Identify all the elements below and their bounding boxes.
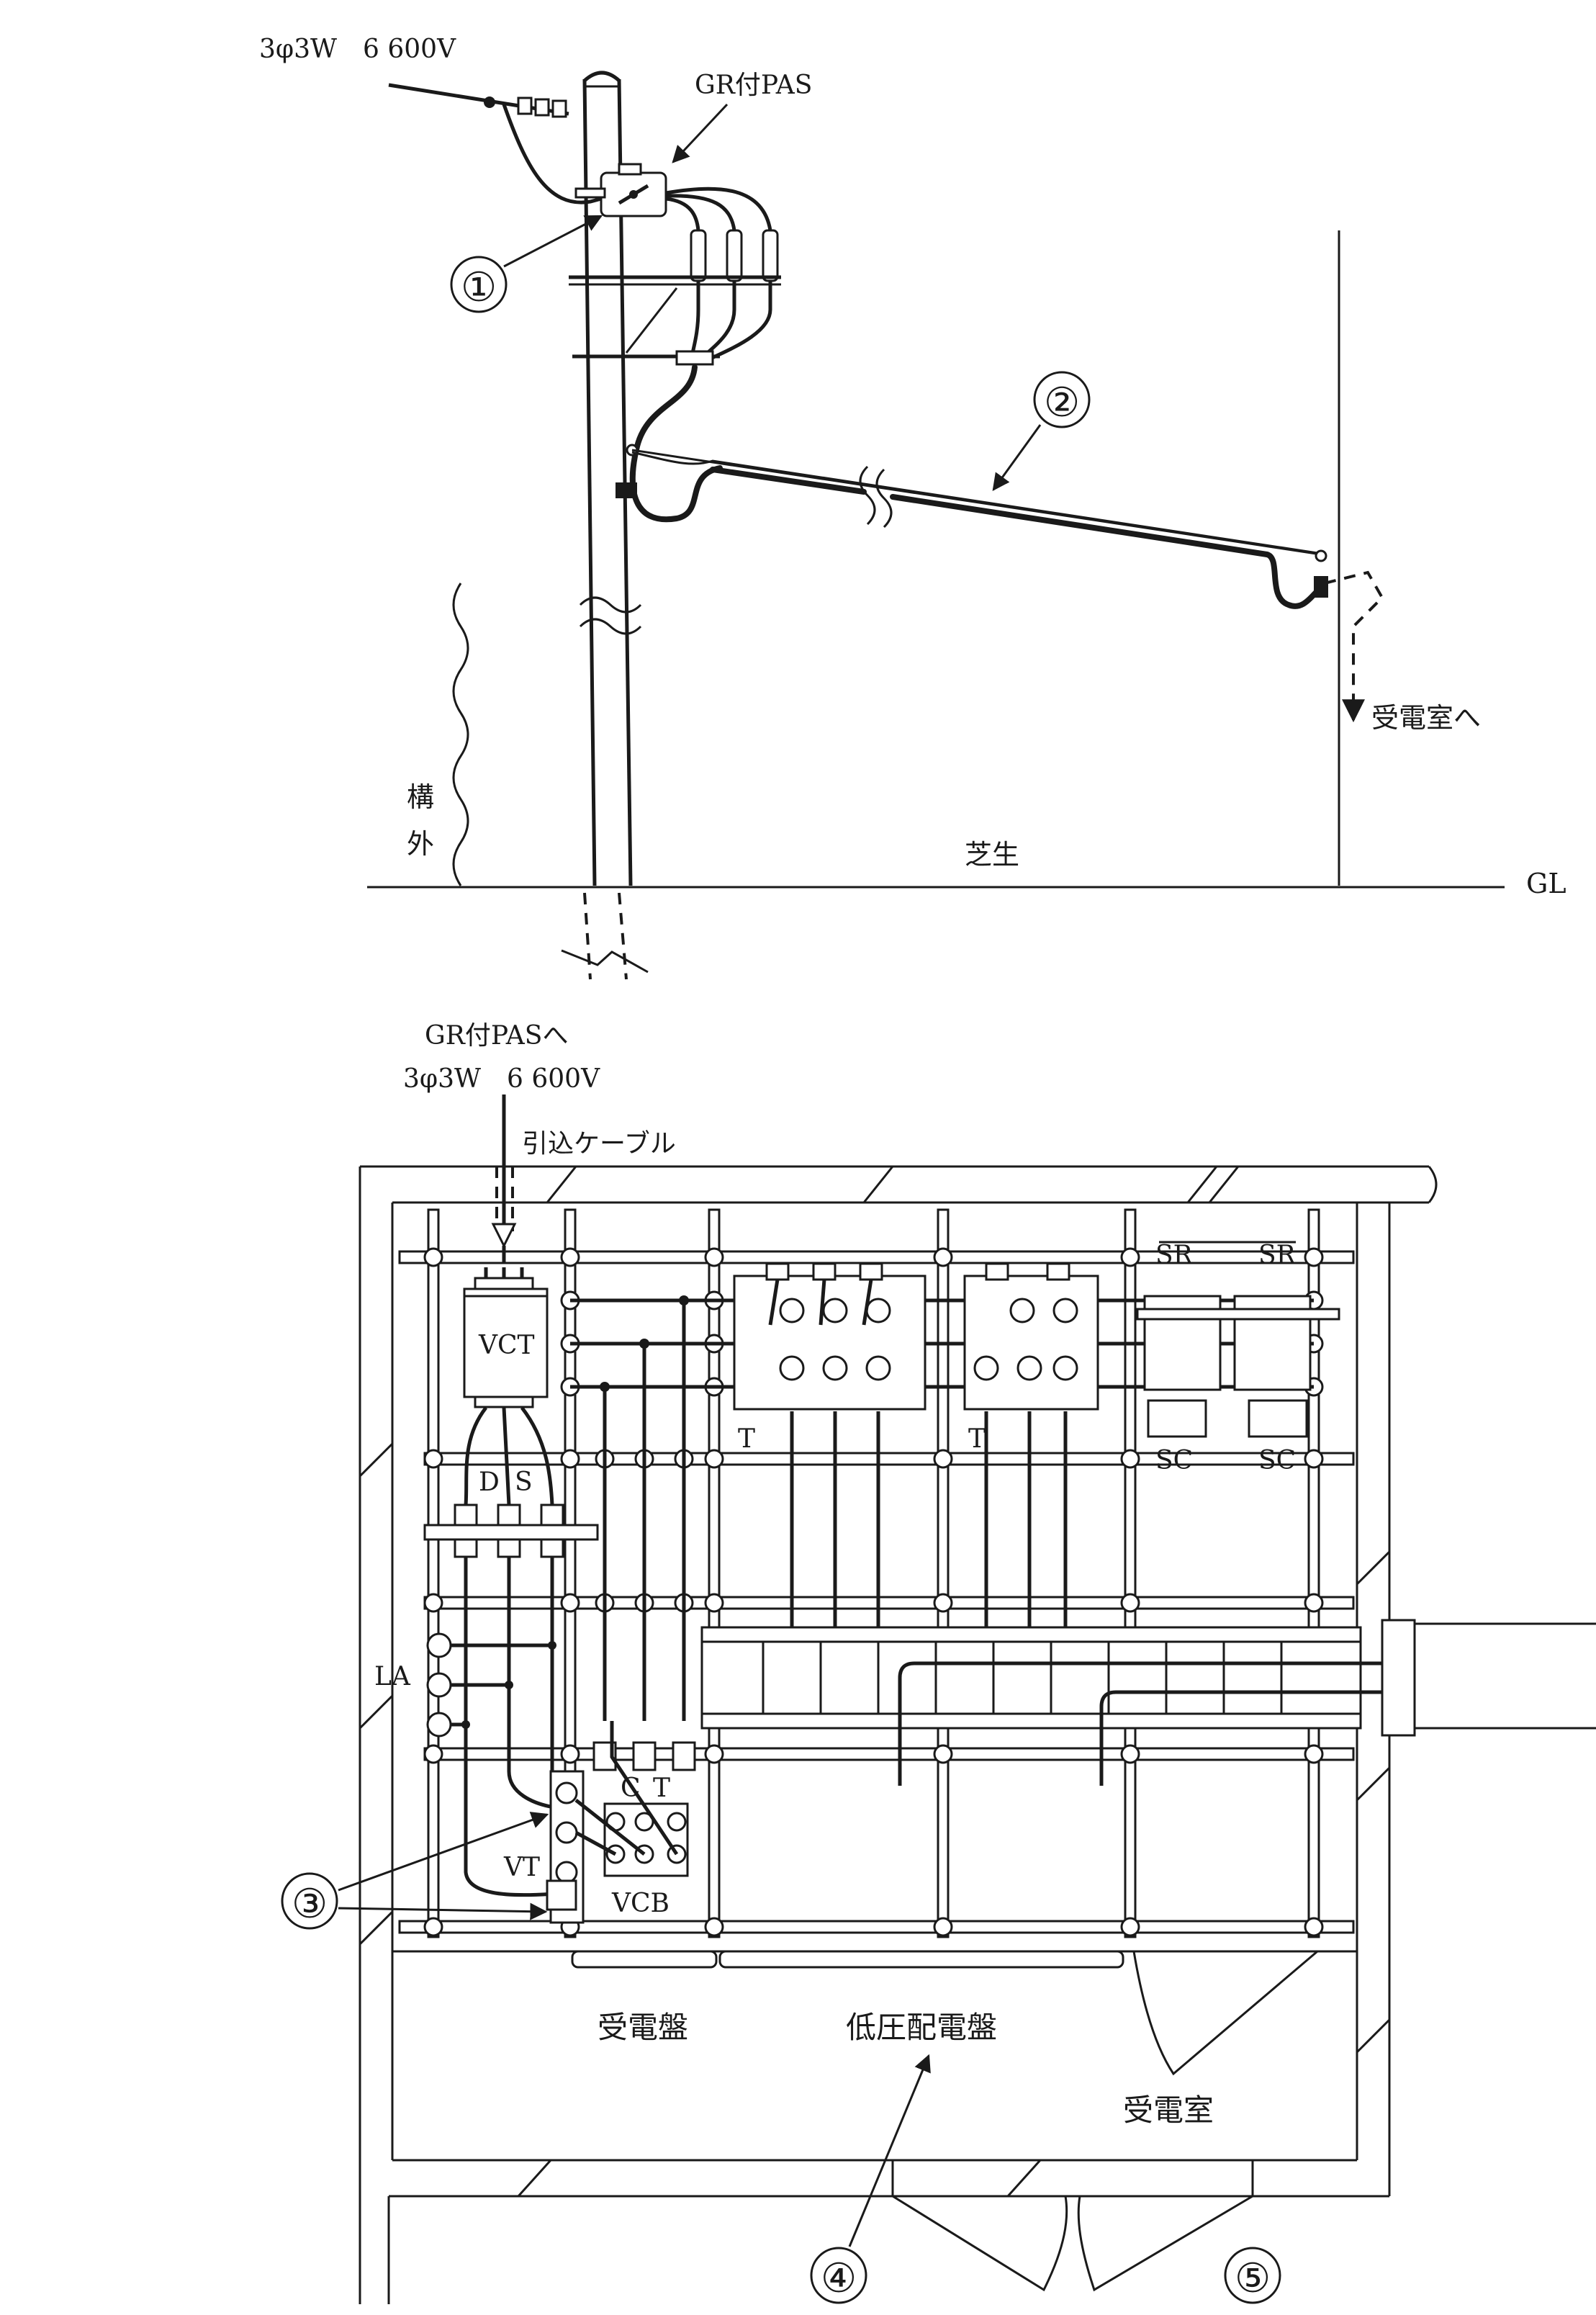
kougai-char-1: 構 bbox=[407, 781, 434, 813]
vct-unit: VCT bbox=[463, 1267, 549, 1408]
marker-4: ④ bbox=[821, 2255, 857, 2302]
ct-label-t: T bbox=[653, 1774, 670, 1803]
ct-label-c: C bbox=[621, 1774, 641, 1803]
gr-pas-switch bbox=[574, 163, 667, 217]
cable-label: 引込ケーブル bbox=[522, 1129, 676, 1159]
marker-1: ① bbox=[461, 264, 497, 311]
kougai-char-2: 外 bbox=[407, 828, 434, 860]
t1-label: T bbox=[738, 1424, 755, 1454]
entry-cable-to-room bbox=[1324, 570, 1384, 723]
room-walls bbox=[359, 1165, 1438, 2304]
pipe-frame bbox=[398, 1208, 1355, 1938]
property-boundary bbox=[452, 583, 469, 886]
marker-5: ⑤ bbox=[1235, 2255, 1271, 2302]
marker-2-leader bbox=[992, 424, 1042, 491]
entrance-door bbox=[891, 2160, 1254, 2292]
jumper-to-pas bbox=[502, 104, 613, 204]
vct-label: VCT bbox=[478, 1331, 535, 1360]
disconnecting-switch: D S bbox=[423, 1406, 599, 1558]
riser-cable bbox=[629, 364, 723, 523]
panel-receiving-label: 受電盤 bbox=[598, 2010, 688, 2045]
ds-label-d: D bbox=[479, 1467, 500, 1497]
gl-label: GL bbox=[1526, 868, 1566, 899]
sc1-label: SC bbox=[1155, 1446, 1193, 1475]
vcb-label: VCB bbox=[611, 1889, 669, 1918]
pas-output-cable bbox=[665, 186, 772, 231]
sr-sc-units: SR SR SC SC bbox=[1136, 1241, 1340, 1475]
substation-section: GR付PASへ 3φ3W 6 600V 引込ケーブル bbox=[281, 1021, 1596, 2304]
marker-5-circle bbox=[1224, 2247, 1281, 2304]
t2-label: T bbox=[968, 1424, 986, 1454]
marker-4-leader bbox=[848, 2054, 931, 2247]
marker-3: ③ bbox=[292, 1881, 328, 1928]
bottom-supply-label: 3φ3W 6 600V bbox=[403, 1064, 600, 1094]
vt-label: VT bbox=[503, 1853, 540, 1882]
current-transformer: C T bbox=[592, 1741, 696, 1803]
ds-label-s: S bbox=[515, 1467, 533, 1497]
pas-label: GR付PAS bbox=[695, 71, 812, 100]
sc2-label: SC bbox=[1258, 1446, 1296, 1475]
marker-2-circle bbox=[1033, 371, 1091, 428]
to-room-label: 受電室へ bbox=[1371, 702, 1481, 734]
marker-2: ② bbox=[1044, 379, 1080, 426]
cable-head-terminations bbox=[690, 229, 779, 310]
cable-rack bbox=[700, 1619, 1596, 1786]
lightning-arrester: LA bbox=[374, 1632, 556, 1738]
panel-lv-label: 低圧配電盤 bbox=[846, 2010, 997, 2045]
pole-section: GR付PAS ① bbox=[259, 35, 1566, 980]
marker-1-circle bbox=[450, 256, 508, 313]
marker-4-circle bbox=[810, 2247, 867, 2304]
sr2-label: SR bbox=[1258, 1241, 1297, 1270]
lawn-label: 芝生 bbox=[965, 839, 1019, 871]
overhead-cable-span bbox=[631, 449, 1328, 609]
marker-3-leader-b bbox=[338, 1902, 548, 1920]
panel-front bbox=[392, 1950, 1357, 2076]
vt-vcb-unit: VT VCB bbox=[503, 1721, 689, 1924]
arm-brace bbox=[625, 287, 678, 354]
la-label: LA bbox=[374, 1662, 411, 1691]
marker-1-leader bbox=[503, 215, 603, 268]
marker-3-circle bbox=[281, 1872, 338, 1930]
top-supply-label: 3φ3W 6 600V bbox=[259, 35, 456, 64]
strain-insulator bbox=[484, 96, 567, 118]
cable-head-symbol bbox=[491, 1223, 517, 1249]
room-label: 受電室 bbox=[1123, 2093, 1214, 2128]
transformer-panel-1: T bbox=[733, 1262, 927, 1714]
to-pas-label: GR付PASへ bbox=[425, 1021, 568, 1051]
sr1-label: SR bbox=[1155, 1241, 1194, 1270]
marker-3-leader-a bbox=[338, 1812, 549, 1892]
pas-leader-line bbox=[672, 103, 729, 163]
